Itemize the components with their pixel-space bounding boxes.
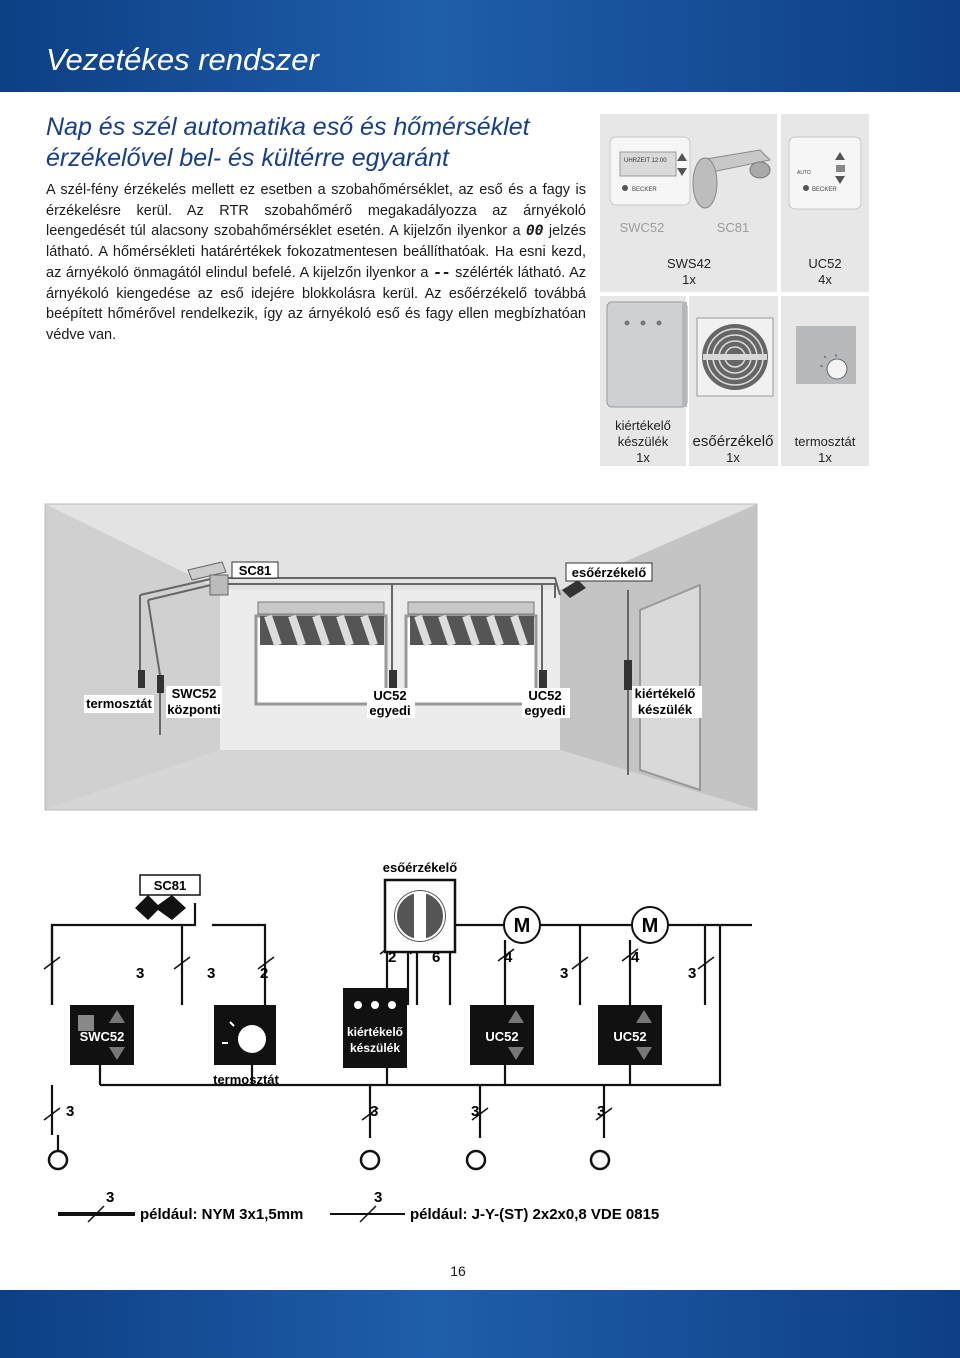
room-label-evaluator-2: készülék: [638, 702, 693, 717]
wire-count-bottom-2: 3: [370, 1103, 378, 1120]
display-symbol-00: 00: [526, 223, 544, 240]
wire-count-motor-2: 4: [631, 949, 640, 966]
product-qty-uc52: 4x: [818, 272, 832, 287]
wiring-label-swc52: SWC52: [80, 1029, 125, 1044]
product-label-sc81: SC81: [717, 220, 750, 235]
body-text-part-2: jelzés látható. A hőmérsékleti határérté…: [46, 223, 586, 281]
product-qty-sws42: 1x: [682, 272, 696, 287]
window-left: [254, 601, 388, 706]
room-label-uc52-a-2: egyedi: [369, 703, 410, 718]
product-images: UHRZEIT 12:00 BECKER AUTO BECKER SWC52 S…: [606, 136, 862, 465]
uc52-brand: BECKER: [812, 187, 837, 193]
wiring-motor-2: M: [642, 915, 659, 937]
page-footer: [0, 1290, 960, 1358]
room-label-uc52-b-2: egyedi: [524, 703, 565, 718]
terminal-3: [465, 1149, 487, 1171]
subtitle-line-2: érzékelővel bel- és kültérre egyaránt: [46, 144, 449, 172]
product-label-rain-sensor: esőérzékelő: [693, 433, 774, 450]
legend-count-2: 3: [374, 1190, 382, 1206]
room-label-uc52-b-1: UC52: [528, 688, 561, 703]
wire-count-right: 3: [688, 965, 696, 982]
wiring-label-rain-sensor: esőérzékelő: [383, 860, 457, 875]
wiring-motor-1: M: [514, 915, 531, 937]
wire-count-therm-b: 2: [260, 965, 268, 982]
swc52-brand: BECKER: [632, 187, 657, 193]
wiring-label-uc52-a: UC52: [485, 1029, 518, 1044]
rain-sensor-image: [696, 317, 774, 397]
legend-count-1: 3: [106, 1190, 114, 1206]
display-symbol-dashes: --: [433, 264, 451, 281]
wire-count-mid: 3: [560, 965, 568, 982]
product-qty-thermostat: 1x: [818, 450, 832, 465]
wire-count-therm-a: 3: [207, 965, 215, 982]
room-label-uc52-a-1: UC52: [373, 688, 406, 703]
wiring-label-uc52-b: UC52: [613, 1029, 646, 1044]
room-label-rain-sensor: esőérzékelő: [572, 565, 646, 580]
thermostat-image: [796, 326, 856, 384]
product-label-swc52: SWC52: [620, 220, 665, 235]
wire-count-bottom-1: 3: [66, 1103, 74, 1120]
room-illustration: SC81 esőérzékelő termosztát SWC52 közpon…: [44, 503, 758, 811]
legend-text-signal-cable: például: J-Y-(ST) 2x2x0,8 VDE 0815: [410, 1206, 659, 1223]
uc52-panel-label: AUTO: [797, 170, 811, 176]
product-label-evaluator-2: készülék: [618, 434, 669, 449]
body-text-part-3: szélérték látható. Az árnyékoló kiengedé…: [46, 264, 587, 343]
wire-count-swc-top: 3: [136, 965, 144, 982]
page-number: 16: [450, 1263, 466, 1279]
wiring-diagram: SC81 esőérzékelő M M 3 3 2 2 6 4 3 4 3 3…: [43, 860, 752, 1171]
section-subtitle: Nap és szél automatika eső és hőmérsékle…: [46, 112, 586, 174]
cable-legend: 3 például: NYM 3x1,5mm 3 például: J-Y-(S…: [58, 1190, 659, 1223]
evaluator-device-image: [606, 301, 688, 408]
product-label-thermostat: termosztát: [795, 434, 856, 449]
wire-count-bottom-4: 3: [597, 1103, 605, 1120]
room-label-sc81: SC81: [239, 563, 272, 578]
terminal-2: [359, 1149, 381, 1171]
terminal-4: [589, 1149, 611, 1171]
product-label-evaluator-1: kiértékelő: [615, 418, 671, 433]
room-label-sc81-box: [231, 561, 279, 579]
swc52-display-text: UHRZEIT 12:00: [624, 158, 667, 164]
sc81-device-image: [692, 149, 772, 209]
wiring-label-sc81: SC81: [154, 878, 187, 893]
room-label-swc52-2: központi: [167, 702, 220, 717]
product-label-uc52: UC52: [808, 256, 841, 271]
wiring-label-evaluator-1: kiértékelő: [347, 1025, 403, 1039]
wire-count-motor-1: 4: [504, 949, 513, 966]
uc52-device-image: AUTO BECKER: [788, 136, 862, 210]
wire-count-eval-a: 2: [388, 949, 396, 966]
wire-count-eval-b: 6: [432, 949, 440, 966]
terminal-1: [47, 1149, 69, 1171]
room-label-evaluator-1: kiértékelő: [635, 686, 696, 701]
room-label-thermostat: termosztát: [86, 696, 152, 711]
page-title: Vezetékes rendszer: [46, 42, 319, 77]
subtitle-line-1: Nap és szél automatika eső és hőmérsékle…: [46, 113, 530, 141]
product-qty-rain-sensor: 1x: [726, 450, 740, 465]
wiring-label-evaluator-2: készülék: [350, 1041, 400, 1055]
room-label-swc52-1: SWC52: [172, 686, 217, 701]
product-label-sws42: SWS42: [667, 256, 711, 271]
swc52-device-image: UHRZEIT 12:00 BECKER: [609, 136, 691, 206]
description-paragraph: A szél-fény érzékelés mellett ez esetben…: [46, 180, 586, 346]
product-qty-evaluator: 1x: [636, 450, 650, 465]
window-right: [404, 601, 538, 706]
page-header: Vezetékes rendszer: [0, 0, 960, 92]
wire-count-bottom-3: 3: [471, 1103, 479, 1120]
legend-text-power-cable: például: NYM 3x1,5mm: [140, 1206, 303, 1223]
wiring-label-thermostat: termosztát: [213, 1072, 279, 1087]
body-text-part-1: A szél-fény érzékelés mellett ez esetben…: [46, 182, 586, 240]
